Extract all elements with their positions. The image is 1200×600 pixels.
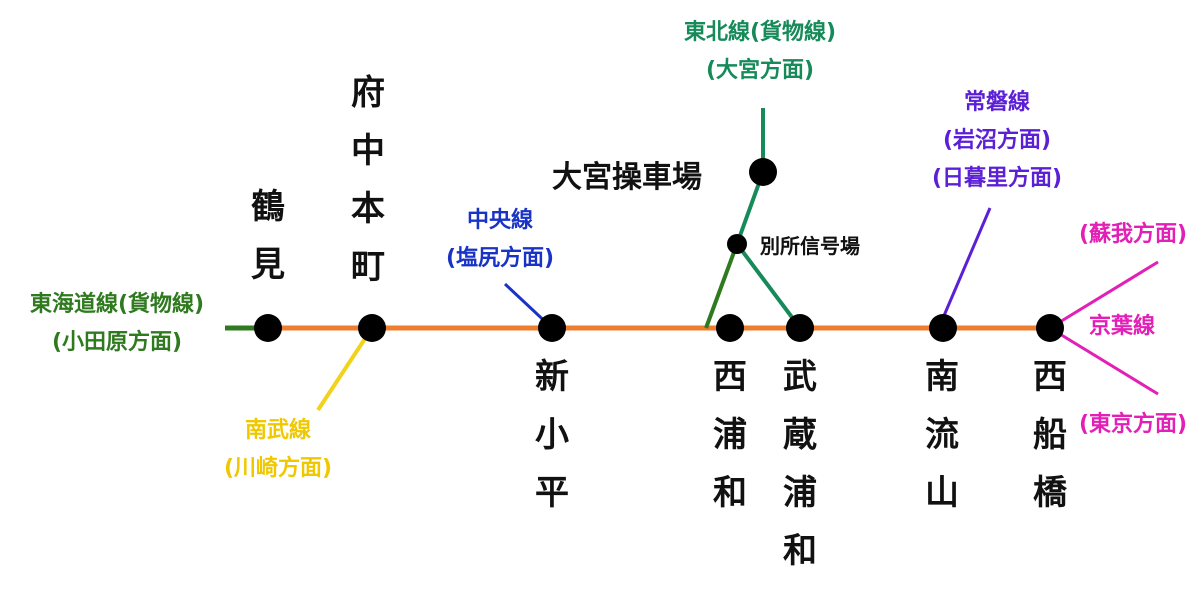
joban-line-name: 常磐線	[963, 90, 1030, 115]
tokaido-line-name: 東海道線(貨物線)	[29, 292, 205, 317]
tohoku-label: 東北線(貨物線) (大宮方面)	[660, 14, 860, 90]
bessho-to-musashiurawa	[735, 242, 802, 330]
station-node-nishiurawa	[716, 314, 744, 342]
station-label-minaminagareyama: 南流山	[925, 357, 959, 513]
joban-direction-1: (岩沼方面)	[942, 128, 1052, 153]
station-label-nishiurawa: 西浦和	[713, 357, 747, 513]
station-node-shinkodaira	[538, 314, 566, 342]
nambu-branch	[316, 326, 374, 412]
joban-label: 常磐線 (岩沼方面) (日暮里方面)	[912, 84, 1082, 198]
yard-node-omiya	[749, 158, 777, 186]
signal-label-bessho: 別所信号場	[760, 234, 860, 258]
station-label-tsurumi: 鶴見	[251, 187, 285, 285]
joban-branch	[941, 207, 992, 319]
keiyo-direction-soga: (蘇我方面)	[1078, 222, 1188, 247]
tokaido-label: 東海道線(貨物線) (小田原方面)	[8, 286, 226, 362]
tohoku-line-name: 東北線(貨物線)	[683, 20, 837, 45]
station-label-fuchuhommachi: 府中本町	[351, 73, 385, 287]
station-node-tsurumi	[254, 314, 282, 342]
station-node-nishifunabashi	[1036, 314, 1064, 342]
station-label-nishifunabashi: 西船橋	[1033, 357, 1067, 513]
keiyo-line-name: 京葉線	[1088, 314, 1155, 339]
bessho-to-nishiurawa-link	[704, 243, 739, 329]
nambu-direction: (川崎方面)	[223, 456, 333, 481]
chuo-label: 中央線 (塩尻方面)	[430, 202, 570, 278]
chuo-direction: (塩尻方面)	[445, 246, 555, 271]
joban-direction-2: (日暮里方面)	[931, 166, 1063, 191]
chuo-line-name: 中央線	[466, 208, 533, 233]
signal-node-bessho	[727, 234, 747, 254]
keiyo-branch-tokyo	[1049, 326, 1159, 396]
keiyo-direction-tokyo: (東京方面)	[1078, 412, 1188, 437]
nambu-label: 南武線 (川崎方面)	[208, 412, 348, 488]
nambu-line-name: 南武線	[244, 418, 311, 443]
tohoku-direction: (大宮方面)	[705, 58, 815, 83]
station-node-musashiurawa	[786, 314, 814, 342]
station-label-musashiurawa: 武蔵浦和	[783, 357, 817, 571]
station-label-shinkodaira: 新小平	[535, 357, 569, 513]
keiyo-branch-soga	[1049, 260, 1159, 330]
station-node-minaminagareyama	[929, 314, 957, 342]
tokaido-direction: (小田原方面)	[51, 330, 183, 355]
station-node-fuchuhommachi	[358, 314, 386, 342]
yard-label-omiya: 大宮操車場	[552, 160, 702, 195]
